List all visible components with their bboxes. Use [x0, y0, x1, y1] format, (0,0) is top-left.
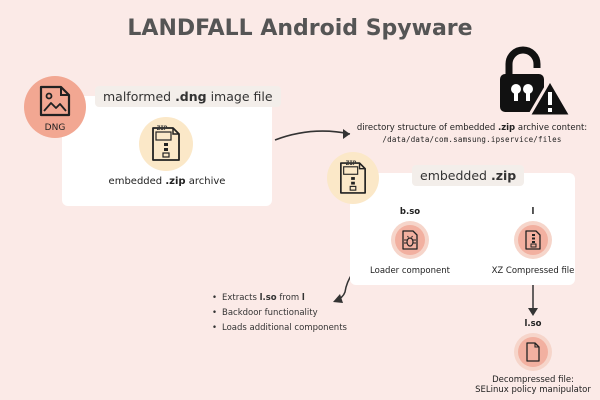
directory-note-suffix: archive content: [515, 123, 588, 133]
embedded-zip-pill: embedded .zip [412, 165, 525, 186]
lso-name: l.so [524, 319, 542, 329]
compressed-file-icon [525, 230, 541, 250]
arrow-image-to-directory [274, 130, 351, 141]
image-file-caption-ext: .zip [165, 176, 186, 187]
bso-name: b.so [399, 207, 421, 217]
bso-inner-circle [395, 225, 425, 255]
embedded-zip-pill-prefix: embedded [420, 168, 491, 183]
bullet-item: Extracts l.so from l [212, 291, 372, 306]
unlocked-padlock-warning-icon [500, 46, 573, 118]
bso-circle [391, 221, 429, 259]
image-file-caption-prefix: embedded [108, 176, 166, 187]
zip-icon-circle-right [327, 152, 379, 204]
lso-circle [514, 333, 552, 371]
l-name: l [531, 207, 535, 217]
zip-file-icon [152, 127, 180, 161]
bug-file-icon [402, 230, 418, 250]
directory-note-prefix: directory structure of embedded [356, 123, 498, 133]
image-file-pill-ext: .dng [175, 89, 207, 104]
lso-caption-line1: Decompressed file: [492, 375, 574, 385]
lso-caption-line2: SELinux policy manipulator [475, 385, 591, 395]
bullet-0-mid: from [276, 293, 302, 303]
lso-caption: Decompressed file: SELinux policy manipu… [468, 375, 598, 395]
image-file-pill-prefix: malformed [103, 89, 176, 104]
lso-inner-circle [518, 337, 548, 367]
image-file-pill: malformed .dng image file [95, 86, 281, 107]
dng-badge-label: DNG [44, 123, 66, 133]
l-circle [514, 221, 552, 259]
image-file-caption-suffix: archive [185, 176, 226, 187]
image-file-pill-suffix: image file [206, 89, 273, 104]
zip-icon-text-left: ZIP [156, 125, 168, 132]
bso-caption: Loader component [370, 266, 450, 276]
image-file-icon [39, 85, 71, 117]
arrow-l-to-lso-head [528, 308, 538, 316]
bso-functions-list: Extracts l.so from l Backdoor functional… [212, 291, 372, 336]
bullet-0-lso: l.so [259, 293, 277, 303]
bullet-0-prefix: Extracts [222, 293, 260, 303]
dng-badge [24, 76, 86, 138]
bullet-item: Backdoor functionality [212, 306, 372, 321]
directory-note: directory structure of embedded .zip arc… [352, 123, 592, 145]
zip-file-icon [340, 162, 366, 194]
directory-note-ext: .zip [497, 123, 516, 133]
bullet-0-l: l [301, 293, 305, 303]
bullet-item: Loads additional components [212, 321, 372, 336]
directory-note-line1: directory structure of embedded .zip arc… [352, 123, 592, 134]
directory-path: /data/data/com.samsung.ipservice/files [382, 135, 562, 144]
zip-icon-text-right: ZIP [345, 160, 357, 167]
l-inner-circle [518, 225, 548, 255]
file-icon [526, 342, 540, 362]
page-title: LANDFALL Android Spyware [127, 16, 473, 41]
image-file-caption: embedded .zip archive [62, 176, 272, 187]
arrow-image-to-directory-head [343, 129, 350, 139]
embedded-zip-pill-ext: .zip [490, 168, 517, 183]
l-caption: XZ Compressed file [491, 266, 575, 276]
zip-icon-circle-left [139, 117, 193, 171]
